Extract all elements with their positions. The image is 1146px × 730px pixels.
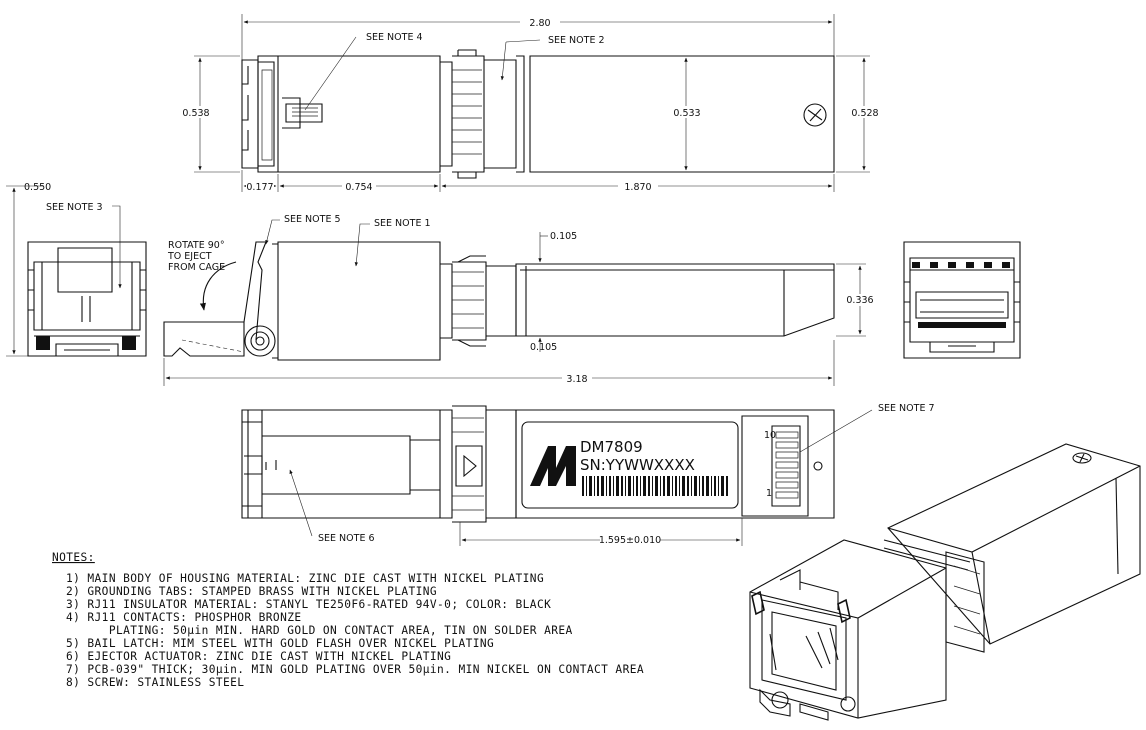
rear-end-view (903, 241, 1021, 359)
dim-extended-length: 3.18 (566, 374, 587, 385)
notes-block: NOTES: 1) MAIN BODY OF HOUSING MATERIAL:… (52, 551, 644, 689)
callout-note2: SEE NOTE 2 (548, 35, 605, 46)
dim-latch-top: 0.105 (550, 231, 577, 242)
notes-title: NOTES: (52, 551, 95, 564)
dim-overall-length: 2.80 (529, 18, 550, 29)
callout-note3: SEE NOTE 3 (46, 202, 103, 213)
note-4: 4) RJ11 CONTACTS: PHOSPHOR BRONZE (66, 611, 301, 624)
dim-housing-height: 0.538 (182, 108, 209, 119)
rotate-line-1: ROTATE 90° (168, 240, 225, 251)
pin-top: 10 (764, 430, 776, 441)
dim-seg-c: 1.870 (624, 182, 651, 193)
dim-seg-b: 0.754 (345, 182, 372, 193)
callout-note4: SEE NOTE 4 (366, 32, 423, 43)
callout-note6: SEE NOTE 6 (318, 533, 375, 544)
note-5: 5) BAIL LATCH: MIM STEEL WITH GOLD FLASH… (66, 637, 494, 650)
pin-bottom: 1 (766, 488, 772, 499)
callout-note1: SEE NOTE 1 (374, 218, 431, 229)
front-end-view: 0.550 SEE NOTE 3 (6, 182, 147, 357)
rotate-line-2: TO EJECT (167, 251, 212, 262)
callout-note5: SEE NOTE 5 (284, 214, 341, 225)
bottom-view: DM7809 SN:YYWWXXXX (241, 403, 935, 546)
dim-seg-a: 0.177 (246, 182, 273, 193)
note-4-plating: PLATING: 50µin MIN. HARD GOLD ON CONTACT… (66, 624, 573, 637)
barcode (582, 476, 728, 496)
label-serial: SN:YYWWXXXX (580, 456, 695, 474)
note-7: 7) PCB-039" THICK; 30µin. MIN GOLD PLATI… (66, 663, 644, 676)
side-view: SEE NOTE 5 SEE NOTE 1 ROTATE 90° TO EJEC… (163, 214, 878, 386)
note-2: 2) GROUNDING TABS: STAMPED BRASS WITH NI… (66, 585, 437, 598)
callout-note7: SEE NOTE 7 (878, 403, 935, 414)
dim-end-height: 0.550 (24, 182, 51, 193)
dim-label-pos: 1.595±0.010 (599, 535, 661, 546)
note-1: 1) MAIN BODY OF HOUSING MATERIAL: ZINC D… (66, 572, 544, 585)
top-view: 2.80 0.533 0.538 (181, 14, 882, 193)
note-6: 6) EJECTOR ACTUATOR: ZINC DIE CAST WITH … (66, 650, 451, 663)
note-8: 8) SCREW: STAINLESS STEEL (66, 676, 244, 689)
dim-latch-bottom: 0.105 (530, 342, 557, 353)
isometric-view (749, 443, 1141, 721)
dim-mid-height: 0.533 (673, 108, 700, 119)
dim-side-height: 0.336 (846, 295, 873, 306)
rotate-line-3: FROM CAGE (168, 262, 225, 273)
note-3: 3) RJ11 INSULATOR MATERIAL: STANYL TE250… (66, 598, 551, 611)
dim-tail-height: 0.528 (851, 108, 878, 119)
label-model: DM7809 (580, 438, 643, 456)
product-label (521, 421, 739, 509)
